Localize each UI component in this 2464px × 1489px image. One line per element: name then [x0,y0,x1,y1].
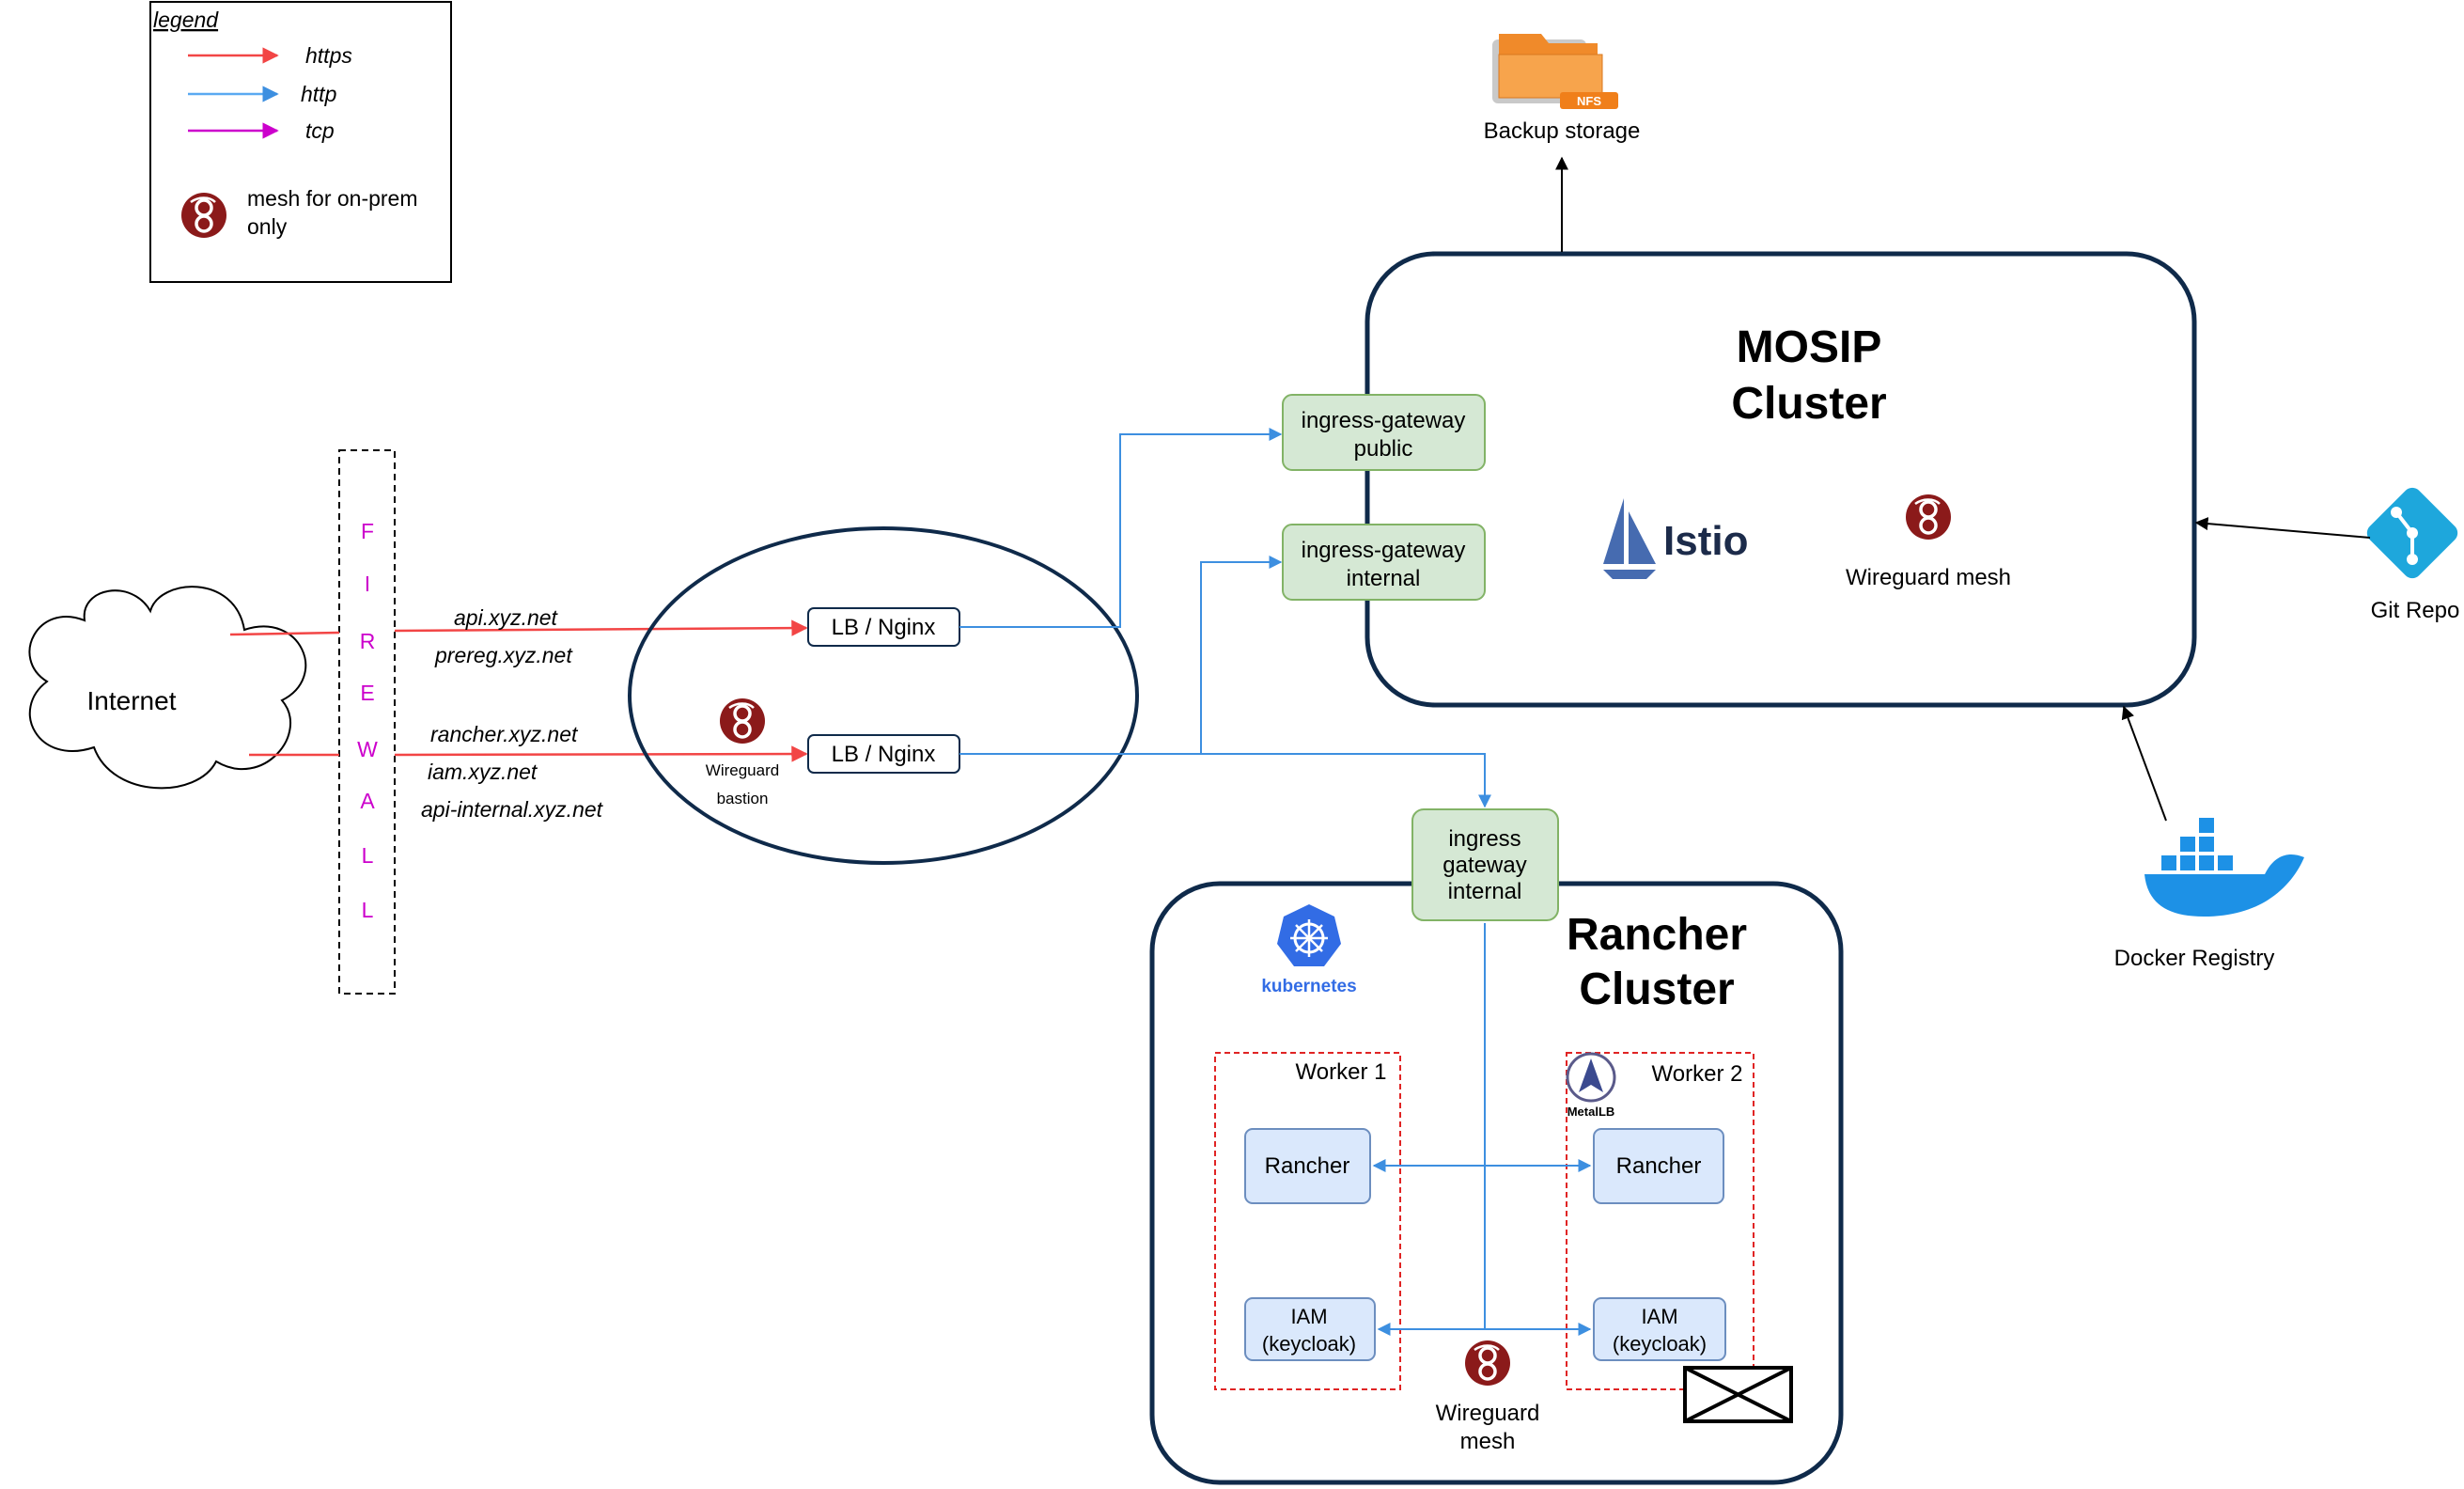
legend-http: http [301,82,337,106]
rancher-node-1: Rancher [1244,1128,1371,1204]
rancher-wireguard-label-2: mesh [1460,1429,1516,1454]
nfs-folder-icon: NFS [1492,34,1618,109]
docker-registry-label: Docker Registry [2114,946,2275,971]
rancher-node-2-label: Rancher [1616,1153,1702,1179]
docker-icon [2144,818,2304,917]
rancher-node-2: Rancher [1593,1128,1724,1204]
wireguard-icon [718,697,767,745]
lb-nginx-internal-label: LB / Nginx [832,742,936,767]
lb-nginx-public-label: LB / Nginx [832,615,936,640]
legend-https: https [305,43,352,68]
domain-api: api.xyz.net [454,605,559,630]
firewall: F I R E W A L L [338,449,396,995]
git-repo: Git Repo [2366,487,2460,623]
wireguard-bastion-label-1: Wireguard [706,761,779,779]
ingress-gateway-rancher: ingress gateway internal [1411,808,1559,921]
firewall-letter-l2: L [362,898,374,922]
https-links [229,619,808,762]
backup-storage-label: Backup storage [1484,118,1641,144]
iam-node-1-label-2: (keycloak) [1262,1332,1356,1356]
rancher-title-2: Cluster [1579,964,1734,1014]
git-to-mosip-arrow [2194,517,2371,539]
iam-node-2-label-1: IAM [1641,1305,1677,1328]
firewall-letter-l1: L [362,843,374,868]
rancher-cluster: Rancher Cluster kubernetes Worker 1 Work… [1149,881,1844,1485]
wireguard-icon [179,191,228,240]
ingress-rancher-label-1: ingress [1448,826,1521,852]
docker-to-mosip-arrow [2121,705,2167,822]
firewall-letter-w: W [357,737,378,761]
kubernetes-icon [1277,904,1341,966]
rancher-title-1: Rancher [1567,910,1747,960]
ingress-internal-label-2: internal [1347,566,1421,591]
legend-title: legend [153,8,219,32]
ingress-gateway-internal: ingress-gateway internal [1282,524,1486,601]
worker-2-box [1566,1052,1754,1390]
firewall-letter-i: I [365,572,370,596]
lb-nginx-internal: LB / Nginx [807,734,960,774]
worker-2-label: Worker 2 [1652,1061,1743,1087]
istio-icon [1603,498,1656,579]
iam-node-2-label-2: (keycloak) [1613,1332,1707,1356]
domain-rancher: rancher.xyz.net [430,722,579,746]
ingress-gateway-public: ingress-gateway public [1282,394,1486,471]
nfs-badge: NFS [1577,94,1601,108]
iam-node-1-label-1: IAM [1290,1305,1327,1328]
lb-nginx-public: LB / Nginx [807,607,960,647]
wireguard-icon [1904,493,1953,541]
ingress-rancher-label-3: internal [1448,879,1522,904]
mosip-wireguard-label: Wireguard mesh [1846,565,2011,590]
firewall-letter-e: E [360,681,374,705]
legend-tcp: tcp [305,118,335,143]
domain-iam: iam.xyz.net [428,760,538,784]
crossed-box-icon [1683,1366,1793,1423]
legend: legend https http tcp mesh for on-prem o… [149,1,452,283]
firewall-letter-a: A [360,789,375,813]
iam-node-2: IAM (keycloak) [1593,1297,1726,1361]
bastion-ellipse [628,526,1139,865]
iam-node-1: IAM (keycloak) [1244,1297,1376,1361]
internet-label: Internet [87,686,177,715]
ingress-public-label-2: public [1354,436,1413,462]
worker-1-box [1214,1052,1401,1390]
git-repo-label: Git Repo [2371,598,2460,623]
metallb-label: MetalLB [1567,1105,1615,1119]
wireguard-icon [1463,1339,1512,1387]
wireguard-bastion-label-2: bastion [717,790,769,807]
worker-1-label: Worker 1 [1296,1059,1387,1085]
mosip-title-1: MOSIP [1737,322,1882,372]
domain-api-internal: api-internal.xyz.net [421,797,604,822]
git-icon [2366,487,2458,579]
ingress-internal-label-1: ingress-gateway [1302,538,1466,563]
ingress-public-label-1: ingress-gateway [1302,408,1466,433]
backup-storage: NFS Backup storage [1484,34,1641,144]
legend-mesh-note-1: mesh for on-prem [247,186,418,211]
domain-prereg: prereg.xyz.net [434,643,573,667]
internet-cloud: Internet [28,586,307,790]
mosip-cluster: MOSIP Cluster Istio Wireguard mesh [1365,251,2197,708]
metallb-icon [1566,1052,1616,1103]
firewall-letter-r: R [360,629,376,653]
rancher-node-1-label: Rancher [1265,1153,1350,1179]
kubernetes-label: kubernetes [1261,977,1356,996]
istio-label: Istio [1663,518,1748,564]
rancher-wireguard-label-1: Wireguard [1436,1401,1540,1426]
docker-registry: Docker Registry [2114,818,2304,971]
http-links [959,428,1491,808]
mosip-title-2: Cluster [1731,379,1886,429]
legend-mesh-note-2: only [247,214,288,239]
ingress-rancher-label-2: gateway [1443,853,1526,878]
firewall-letter-f: F [361,519,374,543]
